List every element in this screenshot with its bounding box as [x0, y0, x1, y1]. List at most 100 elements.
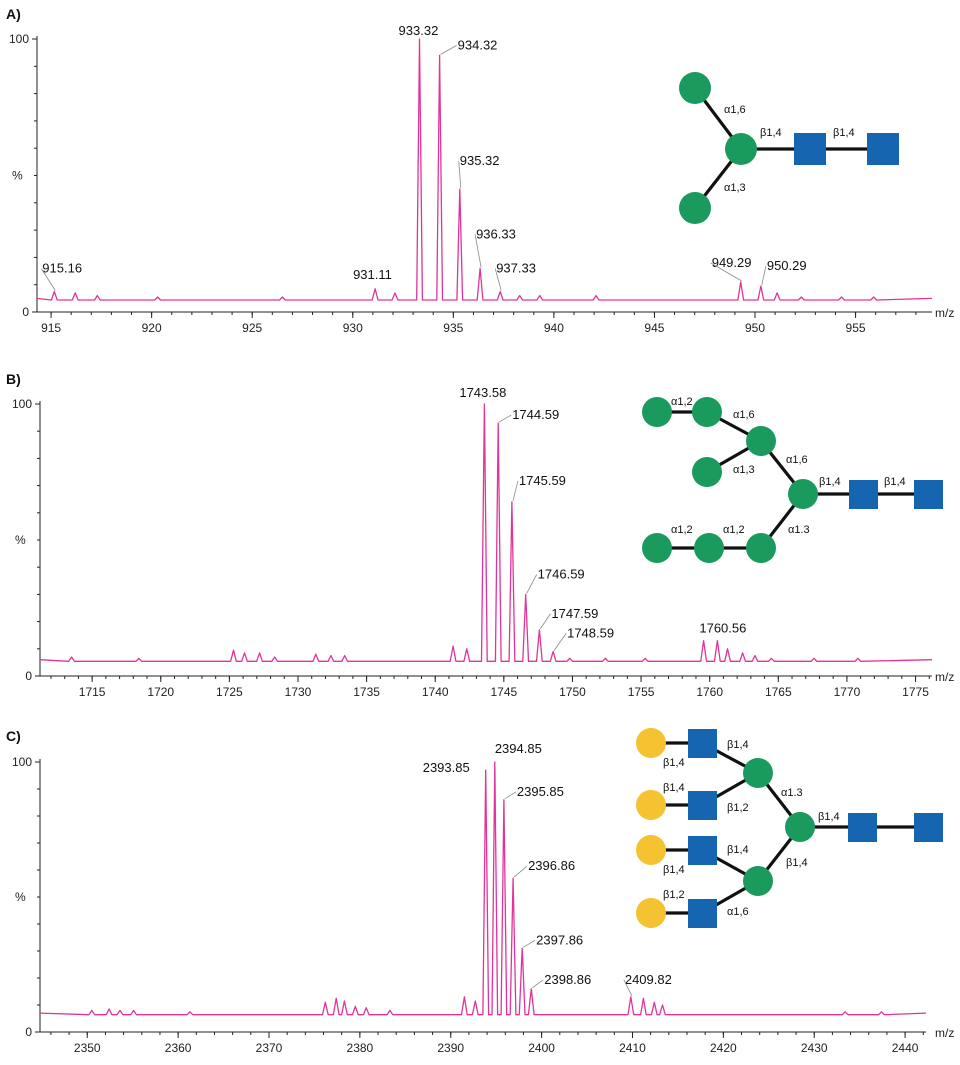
x-tick-label: 2400: [528, 1041, 555, 1055]
linkage-label: α1,3: [724, 182, 746, 194]
y-axis-label: %: [15, 533, 26, 547]
peak-label: 1747.59: [551, 606, 598, 621]
peak-leader-line: [504, 791, 517, 800]
linkage-label: α1,3: [733, 464, 755, 476]
peak-leader-line: [522, 939, 536, 948]
peak-label: 931.11: [353, 267, 392, 282]
y-tick-label: 0: [25, 1025, 32, 1039]
glcnac-icon: [849, 480, 878, 509]
linkage-label: β1,4: [833, 127, 855, 139]
linkage-label: α1.3: [788, 524, 810, 536]
x-tick-label: 920: [142, 321, 162, 335]
x-tick-label: 2350: [74, 1041, 101, 1055]
galactose-icon: [636, 728, 666, 758]
peak-leader-line: [512, 480, 519, 502]
peak-label: 1744.59: [512, 407, 559, 422]
panel-label: B): [6, 371, 21, 387]
glycan-structure-b: α1,2 α1,6 α1,3 α1,6 β1,4 β1,4 α1,2 α1,2 …: [642, 396, 943, 563]
peak-leader-line: [474, 234, 482, 268]
linkage-label: α1,6: [724, 104, 746, 116]
mannose-icon: [785, 812, 815, 842]
peak-leader-line: [710, 262, 742, 282]
peak-label: 2396.86: [528, 858, 575, 873]
peak-label: 2395.85: [517, 784, 564, 799]
y-tick-label: 100: [9, 32, 29, 46]
glcnac-icon: [914, 480, 943, 509]
mannose-icon: [725, 133, 757, 165]
x-tick-label: 1740: [422, 685, 449, 699]
galactose-icon: [636, 835, 666, 865]
peak-label: 1745.59: [519, 473, 566, 488]
peak-leader-line: [40, 268, 56, 291]
peak-leader-line: [458, 161, 462, 189]
mannose-icon: [746, 533, 776, 563]
linkage-label: β1,2: [727, 802, 749, 814]
x-tick-label: 2430: [801, 1041, 828, 1055]
mannose-icon: [694, 533, 724, 563]
peak-label: 1746.59: [538, 566, 585, 581]
x-axis-label: m/z: [935, 670, 954, 684]
peak-leader-line: [540, 613, 551, 629]
x-tick-label: 940: [544, 321, 564, 335]
x-axis-label: m/z: [935, 1026, 954, 1040]
linkage-label: β1,4: [819, 476, 841, 488]
galactose-icon: [636, 790, 666, 820]
x-tick-label: 1750: [559, 685, 586, 699]
linkage-label: α1,2: [671, 524, 693, 536]
peak-leader-line: [494, 268, 502, 291]
peak-leader-line: [761, 265, 767, 286]
x-tick-label: 1720: [147, 685, 174, 699]
peak-label: 2397.86: [536, 932, 583, 947]
mannose-icon: [679, 72, 711, 104]
linkage-label: α1,6: [727, 906, 749, 918]
peak-label: 936.33: [476, 226, 516, 241]
peak-leader-line: [553, 633, 567, 651]
peak-leader-line: [499, 414, 512, 423]
linkage-label: α1,6: [733, 409, 755, 421]
peak-label: 1748.59: [567, 626, 614, 641]
peak-label: 935.32: [460, 153, 500, 168]
linkage-label: β1,4: [760, 127, 782, 139]
peak-label: 1760.56: [699, 621, 746, 636]
mannose-icon: [743, 866, 773, 896]
peak-leader-line: [623, 979, 633, 997]
linkage-label: α1,2: [671, 396, 693, 408]
y-tick-label: 100: [12, 397, 32, 411]
spectrum-trace: [36, 38, 933, 301]
x-tick-label: 935: [443, 321, 463, 335]
y-axis-label: %: [12, 169, 23, 183]
glcnac-icon: [688, 836, 717, 865]
linkage-label: α1,2: [723, 524, 745, 536]
peak-leader-line: [526, 574, 538, 594]
glycan-structure-a: α1,6 α1,3 β1,4 β1,4: [679, 72, 899, 224]
glycan-structure-c: β1,4 β1,4 β1,2 β1,4 β1,4 β1,4 β1,2 α1,6 …: [636, 728, 943, 928]
linkage-label: α1.3: [781, 787, 803, 799]
y-tick-label: 100: [12, 755, 32, 769]
y-tick-label: 0: [22, 305, 29, 319]
peak-leader-line: [532, 979, 544, 989]
linkage-label: β1,4: [884, 476, 906, 488]
x-tick-label: 950: [745, 321, 765, 335]
x-tick-label: 2410: [619, 1041, 646, 1055]
peak-label: 915.16: [42, 261, 82, 276]
peak-leader-line: [513, 865, 528, 878]
glcnac-icon: [914, 813, 943, 842]
linkage-label: β1,2: [663, 889, 685, 901]
x-tick-label: 1770: [834, 685, 861, 699]
x-axis-label: m/z: [935, 306, 954, 320]
mannose-icon: [679, 192, 711, 224]
linkage-label: α1,6: [786, 454, 808, 466]
peak-label: 949.29: [712, 255, 752, 270]
x-tick-label: 2440: [892, 1041, 919, 1055]
x-tick-label: 1760: [696, 685, 723, 699]
linkage-label: β1,4: [663, 864, 685, 876]
peak-label: 1743.58: [459, 385, 506, 400]
x-tick-label: 2380: [347, 1041, 374, 1055]
x-tick-label: 1765: [765, 685, 792, 699]
peak-label: 933.32: [399, 23, 439, 38]
glcnac-icon: [688, 729, 717, 758]
panel-label: A): [6, 6, 21, 22]
